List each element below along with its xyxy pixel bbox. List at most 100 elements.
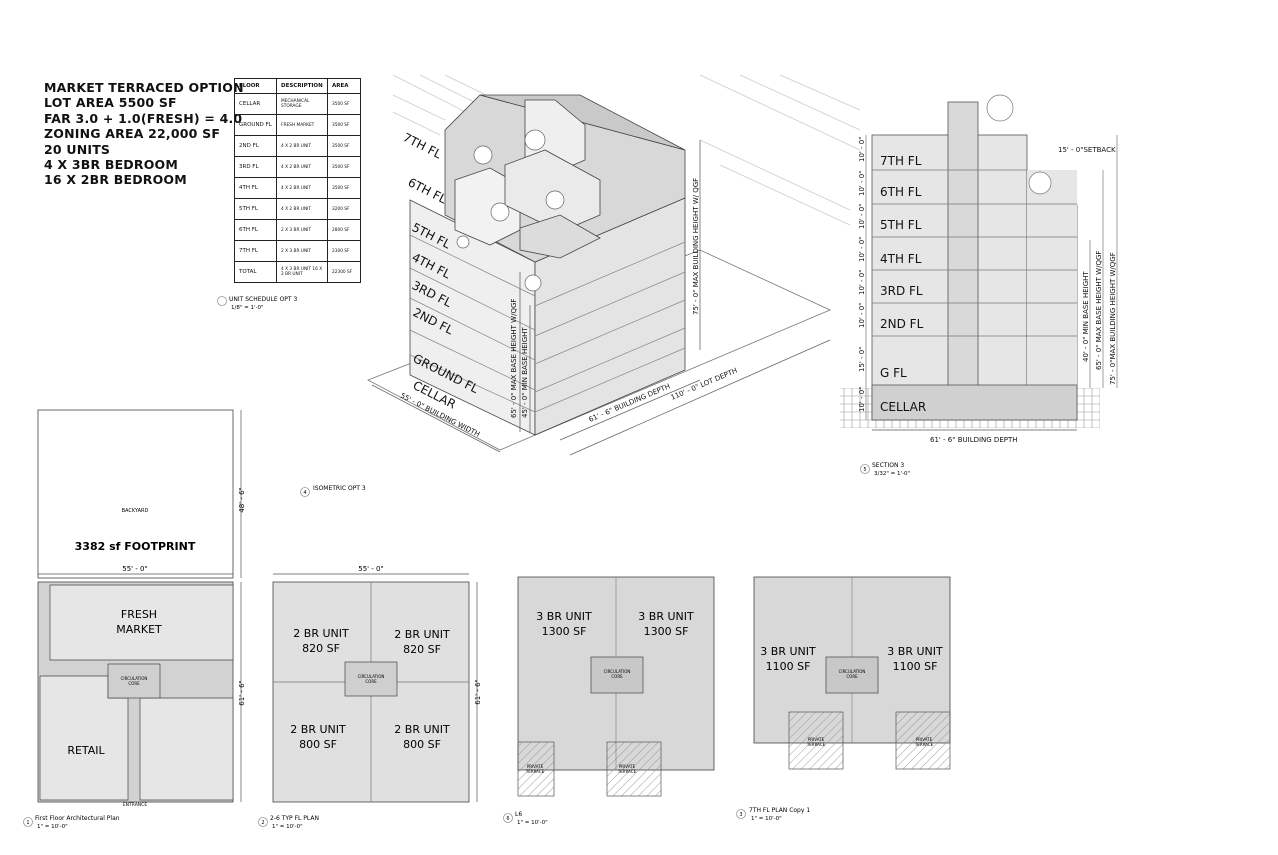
unit-name: 2 BR UNIT — [394, 628, 450, 641]
circulation-core — [590, 656, 644, 694]
caption-marker-icon — [503, 813, 513, 823]
schedule-caption: UNIT SCHEDULE OPT 3 1/8" = 1'-0" — [217, 296, 297, 311]
dim-max-base-label: 65' - 0" MAX BASE HEIGHT W/QGF — [510, 299, 518, 418]
area-cell: 3500 SF — [327, 177, 361, 199]
description-cell: MECHANICAL STORAGE — [276, 93, 328, 115]
dim-line — [371, 384, 501, 453]
height-label: 10' - 0" — [858, 171, 866, 196]
unit-name: 3 BR UNIT — [536, 610, 592, 623]
caption-scale: 3/32" = 1'-0" — [874, 471, 910, 477]
section-floor-label: 2ND FL — [880, 317, 924, 331]
height-label: 10' - 0" — [858, 270, 866, 295]
section-floor-labels: 7TH FL 6TH FL 5TH FL 4TH FL 3RD FL 2ND F… — [880, 154, 926, 414]
dim-max-height-label: 75' - 0" MAX BUILDING HEIGHT W/ QGF — [692, 178, 700, 315]
unit-area: 800 SF — [403, 738, 441, 751]
caption-number: 4 — [303, 490, 306, 496]
plan4-labels: 3 BR UNIT 1100 SF 3 BR UNIT 1100 SF CIRC… — [760, 645, 943, 747]
caption-title: 7TH FL PLAN Copy 1 — [749, 807, 810, 814]
caption-marker-icon — [300, 487, 310, 497]
caption-scale: 1" = 10'-0" — [751, 816, 782, 822]
caption-scale: 1" = 10'-0" — [517, 820, 548, 826]
unit-name: 2 BR UNIT — [290, 723, 346, 736]
fresh-line: FRESH — [121, 608, 157, 621]
plan1-labels: BACKYARD 3382 sf FOOTPRINT 55' - 0" 48' … — [23, 487, 246, 830]
caption-marker-icon — [736, 809, 746, 819]
section-floor-label: G FL — [880, 366, 907, 380]
circulation-core — [825, 656, 879, 694]
summary-line: 4 X 3BR BEDROOM — [44, 157, 178, 173]
plan3-labels: 3 BR UNIT 1300 SF 3 BR UNIT 1300 SF CIRC… — [525, 610, 694, 774]
schedule-caption-scale: 1/8" = 1'-0" — [231, 305, 264, 311]
iso-floor-label: 7TH FL — [401, 130, 445, 161]
section-floor-label: 4TH FL — [880, 252, 922, 266]
terrace-block — [519, 214, 601, 259]
unit-name: 3 BR UNIT — [887, 645, 943, 658]
unit-name: 2 BR UNIT — [394, 723, 450, 736]
caption-title: L6 — [515, 811, 522, 818]
unit-area: 1100 SF — [893, 660, 938, 673]
summary-line: ZONING AREA 22,000 SF — [44, 126, 221, 142]
entrance-label: ENTRANCE — [123, 802, 147, 808]
summary-line: FAR 3.0 + 1.0(FRESH) = 4.0 — [44, 110, 243, 126]
dim-min-base-label: 45' - 0" MIN BASE HEIGHT — [521, 327, 529, 418]
typical-floor-plan — [272, 573, 478, 803]
section-floor-label: 3RD FL — [880, 284, 923, 298]
unit-area: 800 SF — [299, 738, 337, 751]
private-terrace — [788, 711, 844, 770]
cellar — [871, 384, 1078, 421]
unit-area: 1300 SF — [542, 625, 587, 638]
tree-icon — [473, 145, 493, 165]
area-cell: 2800 SF — [327, 219, 361, 241]
height-label: 10' - 0" — [858, 237, 866, 262]
summary-line: LOT AREA 5500 SF — [44, 95, 177, 111]
retail-label: RETAIL — [67, 744, 105, 757]
fresh-market-area — [49, 584, 234, 661]
min-base-label: 40' - 0" MIN BASE HEIGHT — [1082, 271, 1090, 362]
caption-scale: 1" = 10'-0" — [272, 824, 303, 830]
backyard-label: BACKYARD — [122, 508, 149, 514]
plan1-yard-dim: 48' - 6" — [238, 487, 246, 512]
setback-label: 15' - 0"SETBACK — [1058, 146, 1116, 154]
max-height-label: 75' - 0"MAX BUILDING HEIGHT W/QGF — [1109, 252, 1117, 385]
circulation-core — [107, 663, 161, 699]
unit-area: 820 SF — [403, 643, 441, 656]
seventh-floor-plan — [753, 576, 951, 770]
first-floor-plan — [37, 409, 242, 803]
tree-icon — [490, 202, 510, 222]
tree-icon — [986, 94, 1014, 122]
plan2-labels: 55' - 0" 61' - 6" 2 BR UNIT 820 SF 2 BR … — [290, 565, 482, 751]
plan1-width-dim: 55' - 0" — [122, 565, 147, 573]
dim-line — [569, 339, 831, 456]
private-terrace — [606, 741, 662, 797]
section-floor-label: CELLAR — [880, 400, 926, 414]
caption-number: 2 — [261, 820, 264, 826]
section-caption: 5 SECTION 3 3/32" = 1'-0" — [860, 462, 910, 477]
section-depth-label: 61' - 6" BUILDING DEPTH — [930, 436, 1018, 444]
section-floor-label: 5TH FL — [880, 218, 922, 232]
unit-area: 1300 SF — [644, 625, 689, 638]
tree-icons — [456, 129, 565, 292]
caption-marker-icon — [23, 817, 33, 827]
private-terrace — [895, 711, 951, 770]
caption-title: 2-6 TYP FL PLAN — [270, 815, 319, 822]
plan2-width-dim: 55' - 0" — [358, 565, 383, 573]
caption-marker-icon — [258, 817, 268, 827]
plan4-caption: 3 7TH FL PLAN Copy 1 1" = 10'-0" — [736, 807, 810, 822]
area-cell: 22300 SF — [327, 261, 361, 283]
unit-name: 3 BR UNIT — [638, 610, 694, 623]
